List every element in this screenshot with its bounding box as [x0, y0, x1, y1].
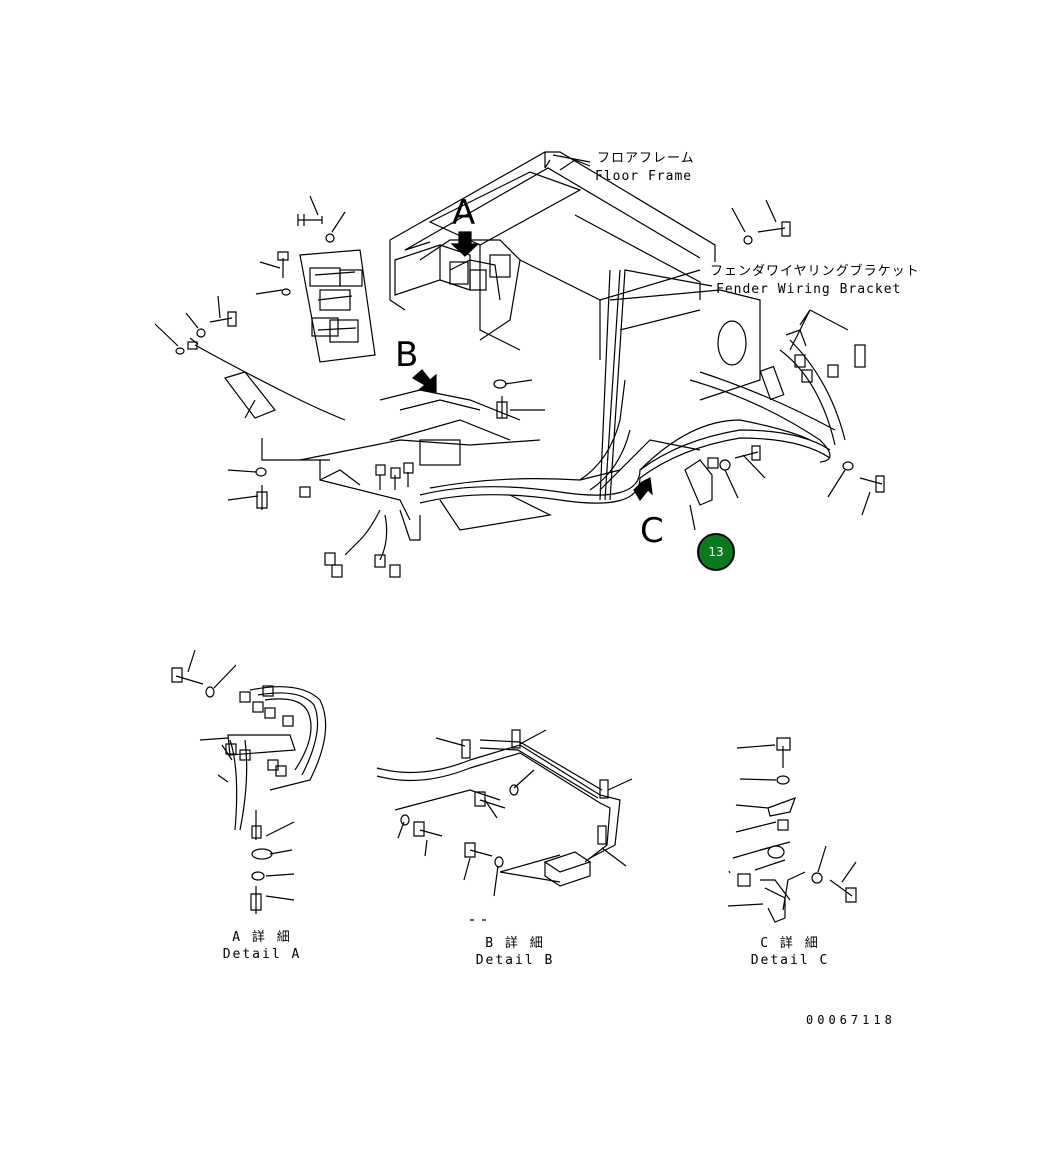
lower-left-harness [299, 460, 421, 578]
detail-c-caption: C 詳 細 Detail C [750, 935, 830, 969]
floor-frame-label-jp: フロアフレーム [597, 151, 695, 166]
view-label-a: A [452, 193, 476, 233]
detail-b-drawing [376, 729, 633, 897]
floor-frame-label-en: Floor Frame [595, 169, 693, 184]
frame-lower-right [439, 439, 701, 531]
fender-bracket-harness [689, 329, 866, 463]
relay-panel-left [299, 249, 376, 363]
detail-a-caption: A 詳 細 Detail A [222, 929, 302, 963]
detail-a-drawing [171, 649, 327, 914]
detail-b-caption-jp: B 詳 細 [485, 936, 545, 951]
view-arrows [411, 231, 653, 502]
detail-b-caption: B 詳 細 Detail B [475, 935, 555, 969]
view-label-c: C [640, 511, 664, 551]
leader-lines-main [154, 154, 871, 516]
bracket-c-area [684, 457, 719, 531]
detail-c-caption-jp: C 詳 細 [760, 936, 820, 951]
detail-b-caption-en: Detail B [475, 953, 555, 968]
detail-a-caption-en: Detail A [222, 947, 302, 962]
detail-c-caption-en: Detail C [750, 953, 830, 968]
central-harness [299, 239, 541, 486]
detail-a-caption-jp: A 詳 細 [232, 930, 292, 945]
detail-c-drawing [727, 737, 857, 923]
fender-bracket-label-jp: フェンダワイヤリングブラケット [710, 264, 920, 279]
main-harness-run [419, 269, 831, 504]
floor-frame [389, 151, 761, 401]
callout-badge[interactable]: 13 [697, 533, 735, 571]
view-label-b: B [395, 335, 419, 375]
view-b-arrow [411, 369, 437, 393]
view-c-arrow [633, 477, 653, 502]
document-number: 00067118 [806, 1013, 896, 1027]
fender-bracket-label-en: Fender Wiring Bracket [716, 282, 902, 297]
fasteners-main [175, 214, 885, 510]
view-a-arrow [450, 231, 480, 257]
misc-marks [470, 870, 731, 921]
left-cable-tail [187, 337, 346, 421]
